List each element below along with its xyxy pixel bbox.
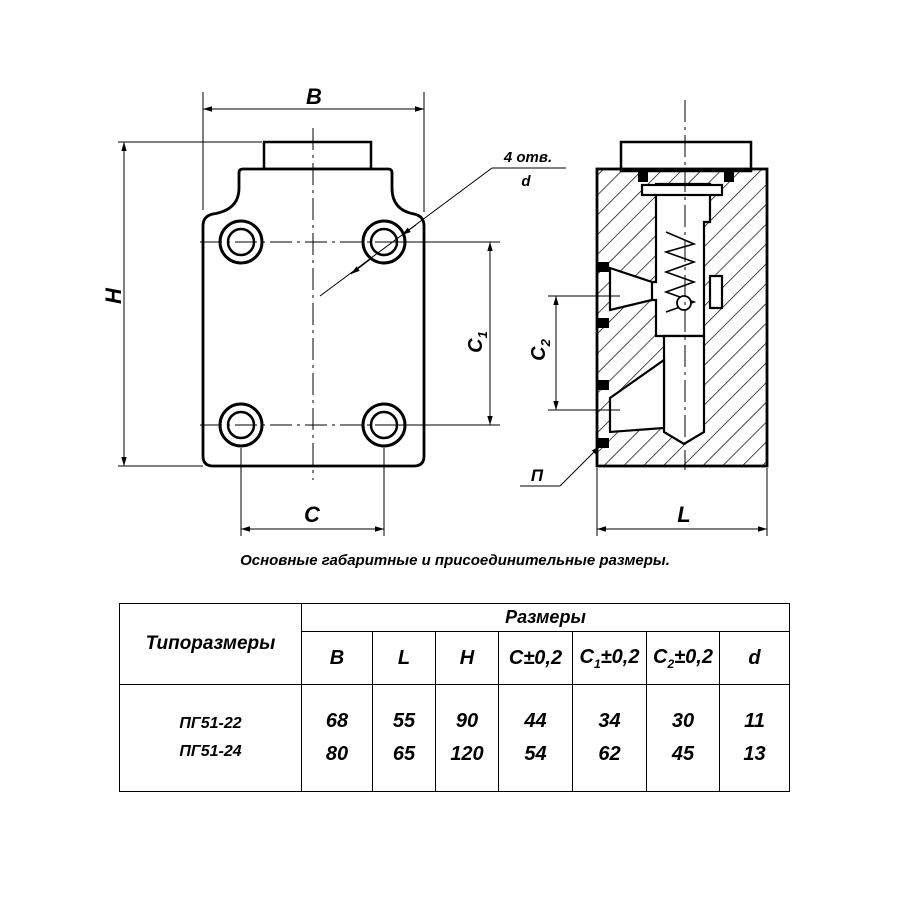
row-name: ПГ51-22 [119, 684, 302, 741]
dimensions-table: Типоразмеры Размеры B L H C±0,2 C1±0,2 C… [119, 603, 790, 792]
section-top-cap [619, 140, 753, 173]
cell-C: 54 [498, 741, 573, 792]
cell-C2: 30 [646, 684, 720, 741]
col-header-L: L [372, 631, 436, 685]
col-header-H: H [435, 631, 499, 685]
port-leader: П [520, 445, 601, 487]
dimension-H-label: H [101, 287, 126, 304]
dimension-C1-label: C1 [465, 331, 490, 353]
dimension-C: C [240, 448, 385, 536]
col-header-C1: C1±0,2 [572, 631, 647, 685]
valve-ball [676, 295, 692, 311]
section-view [595, 100, 769, 470]
port-label: П [531, 466, 544, 485]
cell-d: 13 [719, 741, 790, 792]
cell-C1: 62 [572, 741, 647, 792]
dimension-C-label: C [304, 502, 321, 527]
col-header-C2: C2±0,2 [646, 631, 720, 685]
section-seals [598, 172, 734, 448]
cell-B: 68 [301, 684, 373, 741]
front-view-top-boss [262, 140, 373, 171]
col-header-C: C±0,2 [498, 631, 573, 685]
col-header-d: d [719, 631, 790, 685]
holes-count-label: 4 отв. [503, 149, 552, 166]
col-header-B: B [301, 631, 373, 685]
cell-B: 80 [301, 741, 373, 792]
cell-C: 44 [498, 684, 573, 741]
header-types: Типоразмеры [119, 603, 302, 685]
cell-H: 90 [435, 684, 499, 741]
holes-leader: 4 отв. d [319, 149, 566, 297]
header-sizes: Размеры [301, 603, 790, 632]
cell-C1: 34 [572, 684, 647, 741]
cell-H: 120 [435, 741, 499, 792]
table-row: ПГ51-24 80 65 120 54 62 45 13 [119, 741, 790, 792]
cell-L: 55 [372, 684, 436, 741]
row-name: ПГ51-24 [119, 741, 302, 792]
dimension-B-label: B [306, 84, 322, 109]
hole-diameter-label: d [521, 173, 531, 190]
figure-caption: Основные габаритные и присоединительные … [240, 552, 670, 569]
cell-d: 11 [719, 684, 790, 741]
front-view [200, 128, 426, 480]
section-cavities [608, 182, 724, 446]
table-row: ПГ51-22 68 55 90 44 34 30 11 [119, 684, 790, 741]
technical-drawing: B H C C1 4 отв. d [101, 84, 769, 536]
dimension-L-label: L [677, 502, 690, 527]
dimension-L: L [596, 468, 768, 536]
dimension-H: H [101, 141, 262, 467]
cell-C2: 45 [646, 741, 720, 792]
dimension-C2-label: C2 [528, 338, 553, 360]
cell-L: 65 [372, 741, 436, 792]
dimension-C1: C1 [386, 241, 500, 426]
dimension-C2: C2 [528, 295, 620, 411]
dimension-B: B [202, 84, 425, 212]
